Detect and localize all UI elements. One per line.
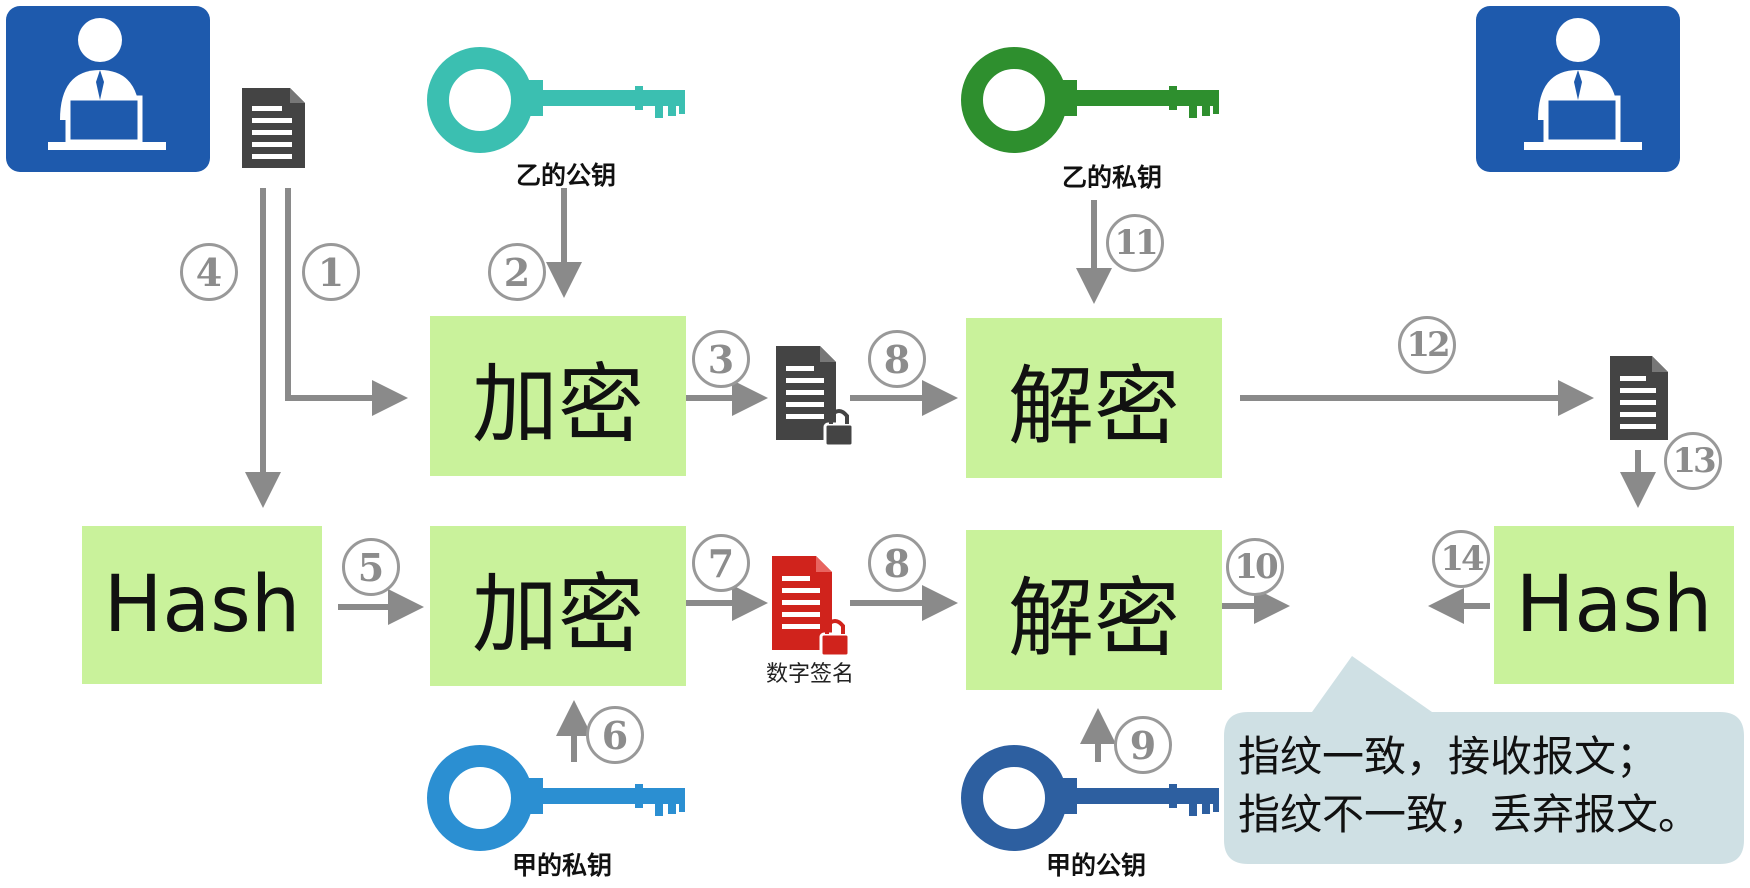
step-11: 11 <box>1106 214 1164 272</box>
step-8-top: 8 <box>868 330 926 388</box>
flow-arrows <box>245 188 1656 762</box>
step-9: 9 <box>1114 716 1172 774</box>
encrypt-bottom-box: 加密 <box>430 526 686 686</box>
step-7: 7 <box>692 534 750 592</box>
callout-bubble <box>1224 656 1744 864</box>
step-8-bottom: 8 <box>868 534 926 592</box>
decrypted-document-icon <box>1610 356 1668 440</box>
callout-line-1: 指纹一致，接收报文； <box>1238 732 1659 781</box>
callout-line-2: 指纹不一致，丢弃报文。 <box>1238 790 1701 839</box>
original-document-icon <box>242 88 305 168</box>
step-4: 4 <box>180 243 238 301</box>
step-2: 2 <box>488 243 546 301</box>
decrypt-top-box: 解密 <box>966 318 1222 478</box>
step-14: 14 <box>1432 530 1490 588</box>
encrypted-document-icon <box>776 346 855 448</box>
b-public-key-icon <box>427 47 685 153</box>
b-private-key-icon <box>961 47 1219 153</box>
step-6: 6 <box>586 706 644 764</box>
callout-text: 指纹一致，接收报文； 指纹不一致，丢弃报文。 <box>1238 728 1748 844</box>
b-private-key-label: 乙的私钥 <box>1061 163 1162 192</box>
step-3: 3 <box>692 330 750 388</box>
hash-right-box: Hash <box>1494 526 1734 684</box>
step-5: 5 <box>342 538 400 596</box>
arrow-1 <box>285 188 408 416</box>
step-10: 10 <box>1226 538 1284 596</box>
step-13: 13 <box>1664 432 1722 490</box>
a-private-key-label: 甲的私钥 <box>511 851 612 880</box>
signature-document-icon <box>772 556 851 658</box>
a-public-key-label: 甲的公钥 <box>1045 851 1146 880</box>
step-12: 12 <box>1398 316 1456 374</box>
sender-user-icon <box>6 6 210 172</box>
a-private-key-icon <box>427 745 685 851</box>
signature-label: 数字签名 <box>765 662 854 687</box>
hash-left-box: Hash <box>82 526 322 684</box>
a-public-key-icon <box>961 745 1219 851</box>
decrypt-bottom-box: 解密 <box>966 530 1222 690</box>
b-public-key-label: 乙的公钥 <box>515 161 616 190</box>
receiver-user-icon <box>1476 6 1680 172</box>
encrypt-top-box: 加密 <box>430 316 686 476</box>
step-1: 1 <box>302 243 360 301</box>
